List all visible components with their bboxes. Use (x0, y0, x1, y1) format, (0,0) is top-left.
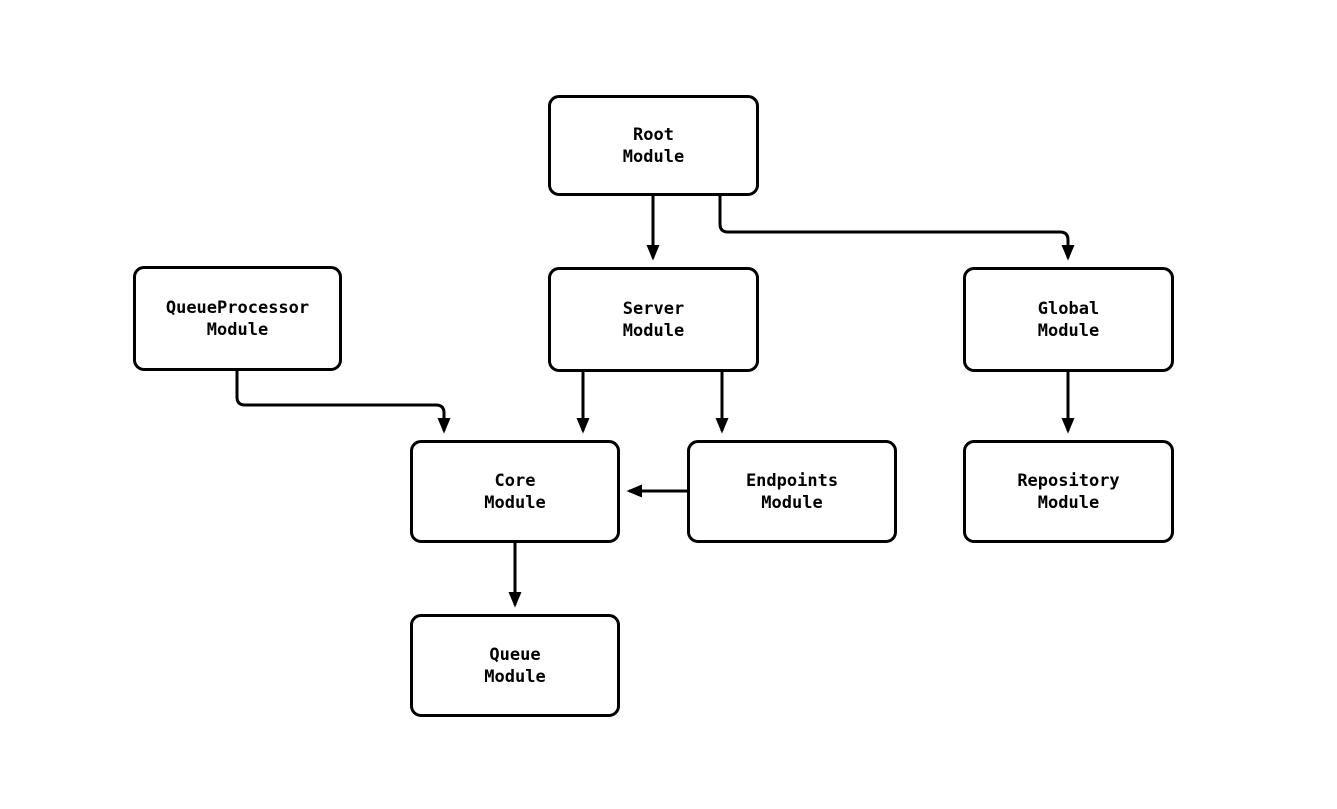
node-root-module[interactable]: Root Module (548, 95, 759, 196)
node-label: Endpoints Module (745, 470, 839, 513)
node-label: Server Module (622, 298, 685, 341)
node-server-module[interactable]: Server Module (548, 267, 759, 372)
node-queue-module[interactable]: Queue Module (410, 614, 620, 717)
edge-queueprocessor-to-core (235, 371, 451, 434)
node-global-module[interactable]: Global Module (963, 267, 1174, 372)
node-label: Global Module (1037, 298, 1100, 341)
edge-root-to-global (718, 196, 1075, 261)
node-queueprocessor-module[interactable]: QueueProcessor Module (133, 266, 342, 371)
node-core-module[interactable]: Core Module (410, 440, 620, 543)
node-label: Core Module (484, 470, 546, 513)
node-label: Repository Module (1017, 470, 1120, 513)
node-label: QueueProcessor Module (165, 297, 310, 340)
node-label: Queue Module (484, 644, 546, 687)
node-endpoints-module[interactable]: Endpoints Module (687, 440, 897, 543)
node-label: Root Module (622, 124, 685, 167)
node-repository-module[interactable]: Repository Module (963, 440, 1174, 543)
